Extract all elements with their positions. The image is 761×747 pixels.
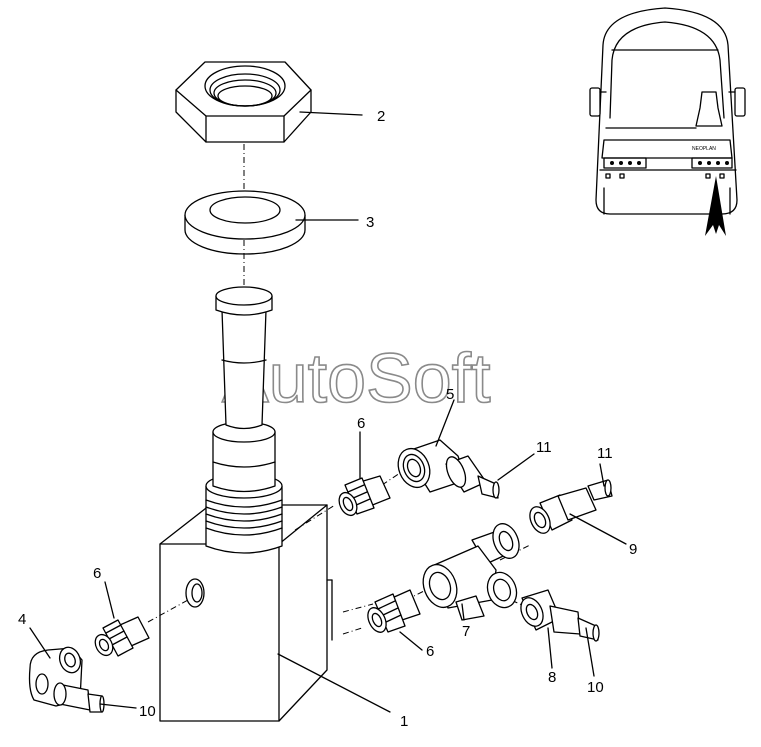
part-1-valve-body [159,286,333,722]
callout-10-right: 10 [587,679,604,696]
leader-lines [29,111,627,713]
callout-6-upper: 6 [357,415,365,432]
part-4-elbow-fitting [28,646,105,713]
axis-line [342,603,374,613]
watermark-text: AutoSoft [222,339,491,417]
callout-5: 5 [446,386,454,403]
callout-7: 7 [462,623,470,640]
callout-3: 3 [366,214,374,231]
part-6-connector-lower [367,589,421,633]
bus-location-thumbnail: NEOPLAN [589,7,746,236]
callout-4: 4 [18,611,26,628]
part-6-connector-upper [338,475,391,517]
axis-line [294,504,336,531]
axis-line [381,472,401,486]
part-2-hex-nut [175,61,312,143]
callout-6-left: 6 [93,565,101,582]
part-5-banjo-fitting [397,439,500,499]
callout-6-lower: 6 [426,643,434,660]
callout-1: 1 [400,713,408,730]
axis-line [342,627,363,635]
callout-9: 9 [629,541,637,558]
callout-8: 8 [548,669,556,686]
location-arrow-icon [705,176,726,236]
bus-badge: NEOPLAN [692,146,716,152]
axis-line [147,599,189,623]
part-9-connector [529,479,613,534]
callout-10-left: 10 [139,703,156,720]
part-3-washer [184,190,306,255]
callout-11-left: 11 [536,439,552,456]
part-7-tee-fitting [422,523,520,621]
callout-11-right: 11 [597,445,613,462]
part-6-connector-left [94,616,150,657]
part-8-connector [520,589,600,642]
callout-2: 2 [377,108,385,125]
